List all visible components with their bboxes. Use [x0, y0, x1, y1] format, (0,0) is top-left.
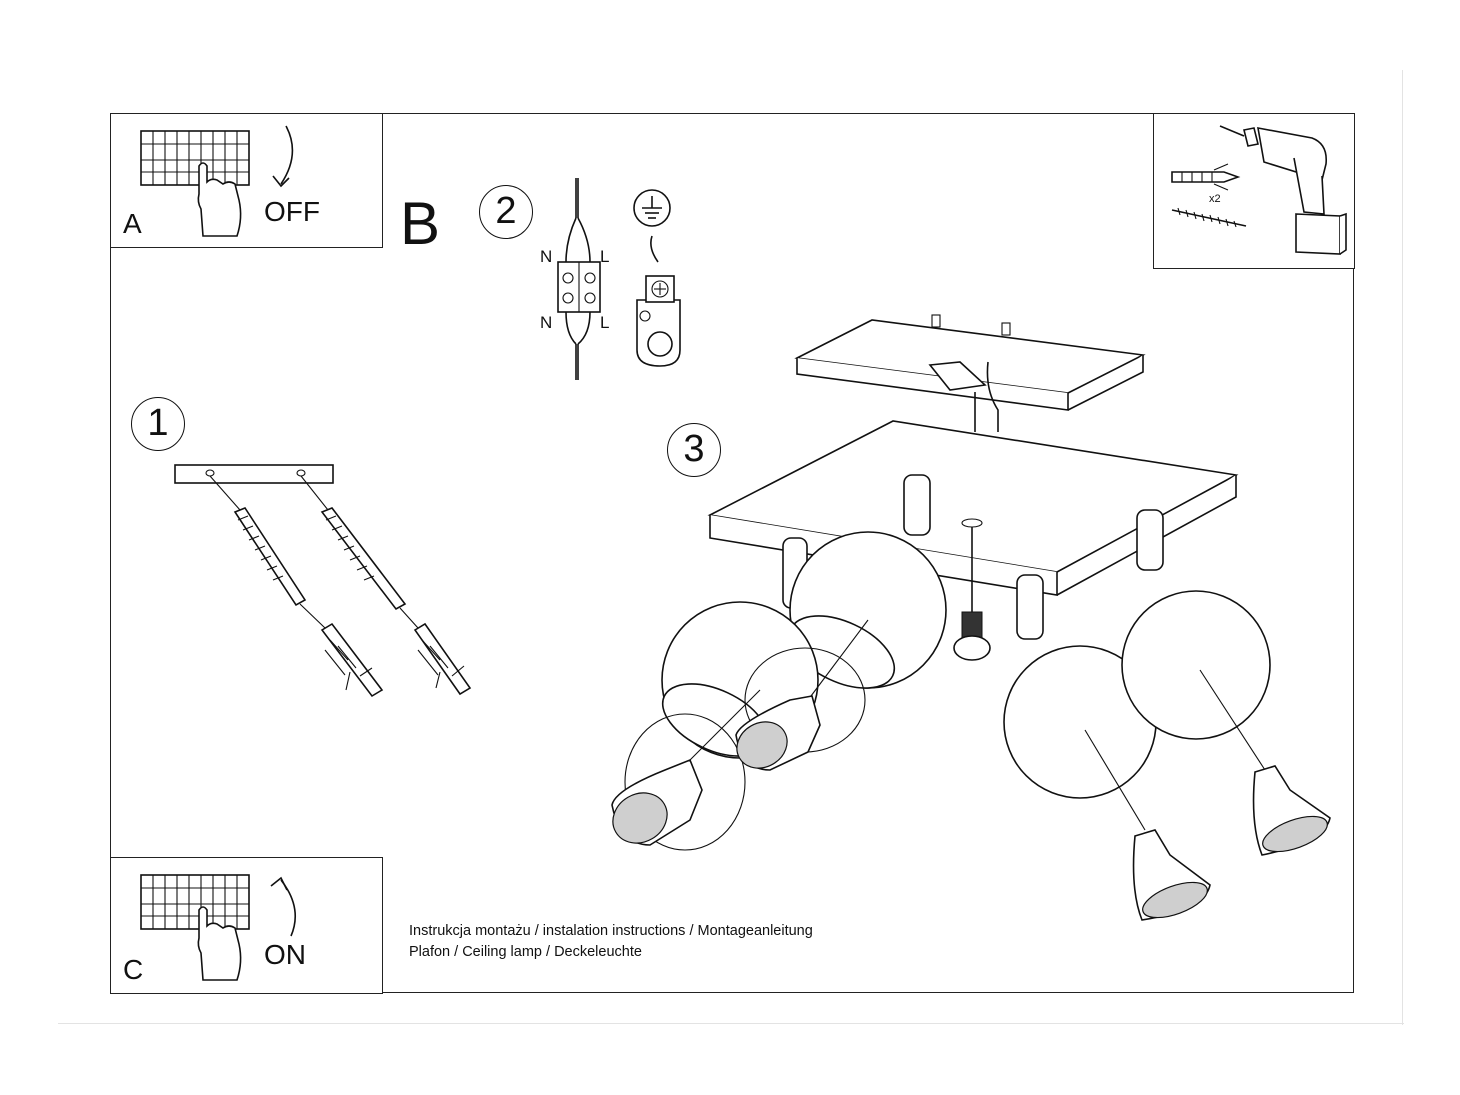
tools-panel: x2 — [1153, 113, 1355, 269]
wire-label-live-top: L — [600, 247, 610, 266]
diagram-frame — [110, 113, 1354, 993]
step-3-badge: 3 — [667, 423, 721, 477]
on-label: ON — [264, 939, 306, 970]
wire-label-neutral-top: N — [540, 247, 553, 266]
panel-a-letter: A — [123, 208, 142, 239]
drill-and-fixings-icon — [1171, 125, 1347, 255]
off-label: OFF — [264, 196, 320, 227]
lamp-fixture — [611, 314, 1331, 921]
page-edge-bottom — [58, 1023, 1404, 1024]
breaker-panel-icon — [140, 874, 297, 981]
panel-c-power-on: C ON — [110, 857, 383, 994]
caption-subtitle: Plafon / Ceiling lamp / Deckeleuchte — [409, 944, 642, 960]
panel-c-letter: C — [123, 954, 144, 985]
mounting-bar-with-anchors — [174, 464, 472, 698]
panel-b-letter: B — [400, 190, 441, 257]
step-1-badge: 1 — [131, 397, 185, 451]
panel-a-power-off: A OFF — [110, 113, 383, 248]
page-edge-right — [1402, 70, 1403, 1025]
breaker-panel-icon — [140, 125, 294, 237]
wire-label-neutral-bottom: N — [540, 313, 553, 332]
step-2-badge: 2 — [479, 185, 533, 239]
terminal-block — [557, 178, 601, 380]
wire-label-live-bottom: L — [600, 313, 610, 332]
caption-title: Instrukcja montażu / instalation instruc… — [409, 923, 813, 939]
ground-terminal — [633, 189, 681, 367]
fixings-quantity: x2 — [1209, 193, 1221, 205]
